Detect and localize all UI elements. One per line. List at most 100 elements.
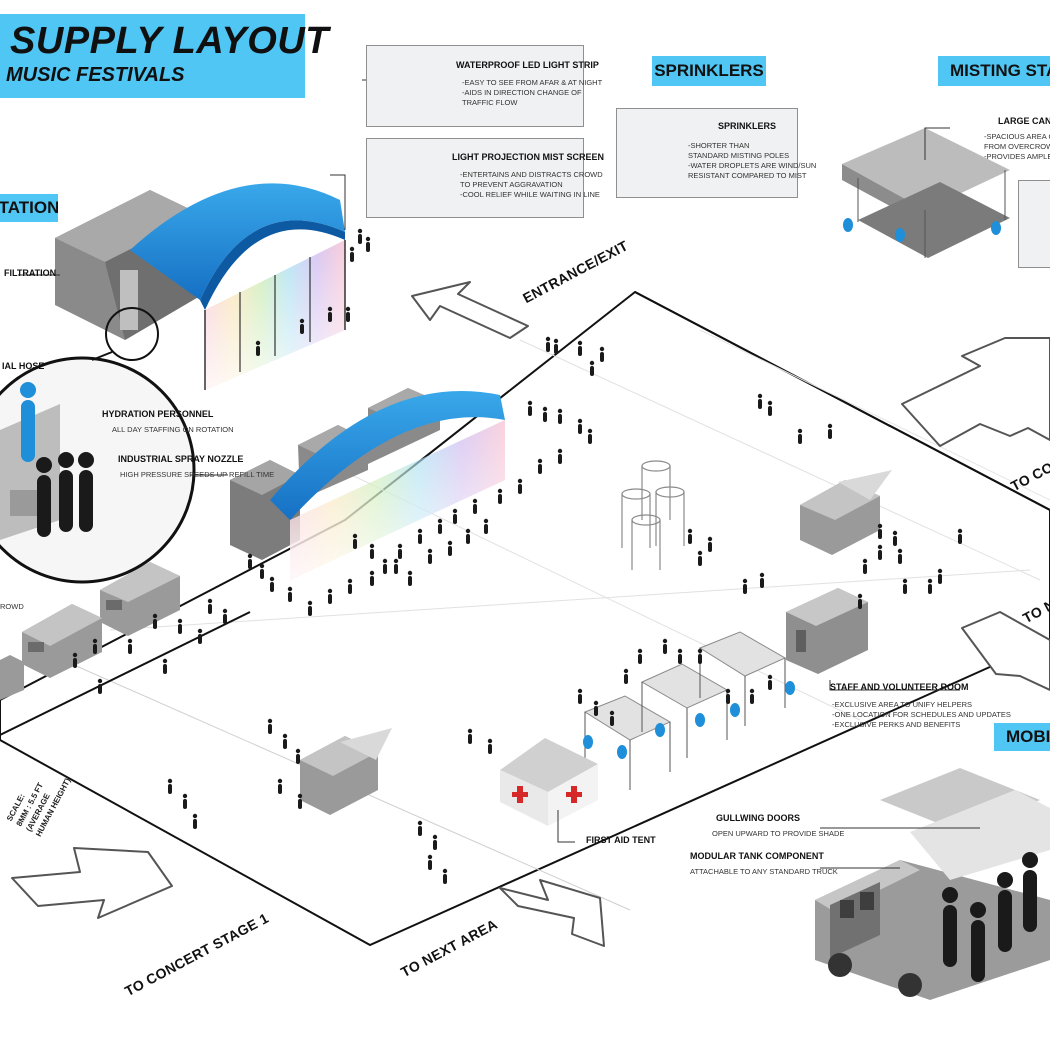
hose-label: IAL HOSE (2, 361, 45, 371)
large-figure-head (1022, 852, 1038, 868)
section-tag-station: TATION (0, 194, 58, 222)
crowd-figure-head (442, 868, 448, 874)
crowd-figure-body (708, 542, 712, 552)
crowd-figure-body (418, 826, 422, 836)
crowd-figure-body (453, 514, 457, 524)
crowd-figure-head (892, 530, 898, 536)
crowd-figure-body (93, 644, 97, 654)
crowd-figure-body (590, 366, 594, 376)
crowd-figure-body (698, 556, 702, 566)
crowd-figure-body (208, 604, 212, 614)
crowd-figure-head (542, 406, 548, 412)
crowd-figure-head (465, 528, 471, 534)
mist-screen-line: TO PREVENT AGGRAVATION (460, 180, 563, 189)
crowd-figure-head (472, 498, 478, 504)
crowd-figure-body (438, 524, 442, 534)
hydration-personnel-title: HYDRATION PERSONNEL (102, 409, 214, 419)
sprinklers-callout-line: -WATER DROPLETS ARE WIND/SUN (688, 161, 817, 170)
crowd-figure-body (958, 534, 962, 544)
crowd-figure-body (558, 414, 562, 424)
large-figure-body (37, 475, 51, 537)
crowd-figure-head (182, 793, 188, 799)
crowd-figure-head (222, 608, 228, 614)
crowd-figure-body (638, 654, 642, 664)
misting-fan (617, 745, 627, 759)
crowd-figure-head (707, 536, 713, 542)
crowd-figure-body (594, 706, 598, 716)
crowd-figure-head (487, 738, 493, 744)
crowd-figure-head (937, 568, 943, 574)
crowd-figure-head (393, 558, 399, 564)
staff-room-line: -EXCLUSIVE PERKS AND BENEFITS (832, 720, 961, 729)
crowd-figure-body (798, 434, 802, 444)
crowd-figure-head (349, 246, 355, 252)
crowd-figure-head (162, 658, 168, 664)
misting-tent-2 (640, 663, 729, 758)
crowd-figure-body (578, 694, 582, 704)
crowd-figure-body (268, 724, 272, 734)
first-aid-tent (500, 738, 598, 826)
food-truck-3 (0, 655, 24, 700)
crowd-figure-body (743, 584, 747, 594)
crowd-figure-head (797, 428, 803, 434)
crowd-figure-body (300, 324, 304, 334)
crowd-figure-head (862, 558, 868, 564)
crowd-figure-head (593, 700, 599, 706)
crowd-figure-body (484, 524, 488, 534)
crowd-figure-body (468, 734, 472, 744)
section-tag-mobile: MOBI (994, 723, 1050, 751)
crowd-figure-body (624, 674, 628, 684)
large-figure-head (997, 872, 1013, 888)
crowd-figure-head (759, 572, 765, 578)
crowd-figure-body (546, 342, 550, 352)
crowd-figure-head (277, 778, 283, 784)
to-stage1-arrow (11, 847, 173, 919)
crowd-figure-body (428, 554, 432, 564)
misting-inset-box (1018, 180, 1050, 268)
crowd-figure-body (558, 454, 562, 464)
crowd-figure-body (288, 592, 292, 602)
crowd-figure-head (687, 528, 693, 534)
crowd-figure-head (72, 652, 78, 658)
misting-fan (655, 723, 665, 737)
section-tag-sprinklers: SPRINKLERS (652, 56, 766, 86)
crowd-figure-body (698, 654, 702, 664)
crowd-figure-body (760, 578, 764, 588)
modular-line: ATTACHABLE TO ANY STANDARD TRUCK (690, 867, 838, 876)
crowd-figure-body (498, 494, 502, 504)
crowd-figure-head (553, 338, 559, 344)
crowd-figure-body (903, 584, 907, 594)
crowd-figure-head (447, 540, 453, 546)
staff-room-building (786, 588, 868, 674)
crowd-figure-body (308, 606, 312, 616)
crowd-figure-head (697, 550, 703, 556)
misting-tent-3 (698, 631, 787, 726)
crowd-figure-head (725, 688, 731, 694)
crowd-figure-head (662, 638, 668, 644)
crowd-figure-head (589, 360, 595, 366)
crowd-figure-body (938, 574, 942, 584)
misting-fan (895, 228, 905, 242)
crowd-figure-body (878, 550, 882, 560)
mist-screen-line: -ENTERTAINS AND DISTRACTS CROWD (460, 170, 603, 179)
large-figure-head (78, 452, 94, 468)
crowd-figure-body (394, 564, 398, 574)
crowd-figure-body (863, 564, 867, 574)
crowd-figure-head (537, 458, 543, 464)
crowd-figure-head (197, 628, 203, 634)
crowd-figure-head (297, 793, 303, 799)
crowd-figure-head (517, 478, 523, 484)
crowd-figure-body (73, 658, 77, 668)
crowd-figure-head (545, 336, 551, 342)
crowd-figure-head (577, 688, 583, 694)
large-figure-head (58, 452, 74, 468)
misting-fan (730, 703, 740, 717)
misting-fan (583, 735, 593, 749)
crowd-figure-body (518, 484, 522, 494)
mist-tunnel-canopy (130, 183, 346, 390)
crowd-figure-head (327, 588, 333, 594)
crowd-figure-head (255, 340, 261, 346)
large-canopy-line: FROM OVERCROWDED STA (984, 142, 1050, 151)
